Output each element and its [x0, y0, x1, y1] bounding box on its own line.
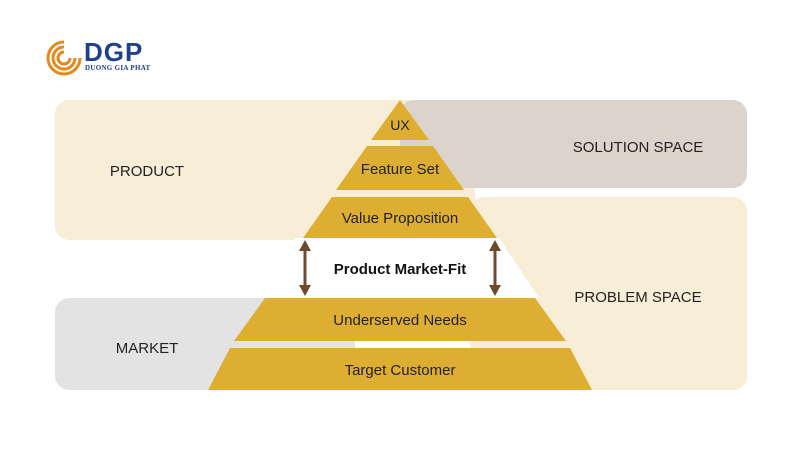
underserved-needs-label: Underserved Needs	[333, 312, 466, 329]
left-fit-arrow-icon	[299, 240, 311, 296]
value-proposition-label: Value Proposition	[342, 210, 458, 227]
logo-name: DGP	[84, 37, 144, 67]
product-market-fit-label: Product Market-Fit	[334, 261, 467, 278]
ux-label: UX	[390, 117, 410, 133]
problem-space-label: PROBLEM SPACE	[574, 289, 701, 306]
pyramid-level-ux	[371, 100, 429, 140]
solution-space-label: SOLUTION SPACE	[573, 139, 704, 156]
pyramid-level-target-customer	[208, 348, 592, 390]
market-label: MARKET	[116, 340, 179, 357]
problem-space-region	[470, 197, 747, 390]
product-label: PRODUCT	[110, 163, 184, 180]
solution-space-region	[400, 100, 747, 188]
dgp-logo: DGP DUONG GIA PHAT	[44, 38, 204, 78]
pyramid-level-underserved-needs	[234, 298, 566, 341]
pyramid-level-value-proposition	[303, 197, 497, 238]
feature-set-label: Feature Set	[361, 161, 440, 178]
logo-subtitle: DUONG GIA PHAT	[85, 64, 151, 72]
pyramid-level-feature-set	[336, 146, 464, 190]
logo-swirl-icon	[46, 40, 82, 76]
target-customer-label: Target Customer	[345, 362, 456, 379]
right-fit-arrow-icon	[489, 240, 501, 296]
fit-band	[255, 238, 539, 298]
